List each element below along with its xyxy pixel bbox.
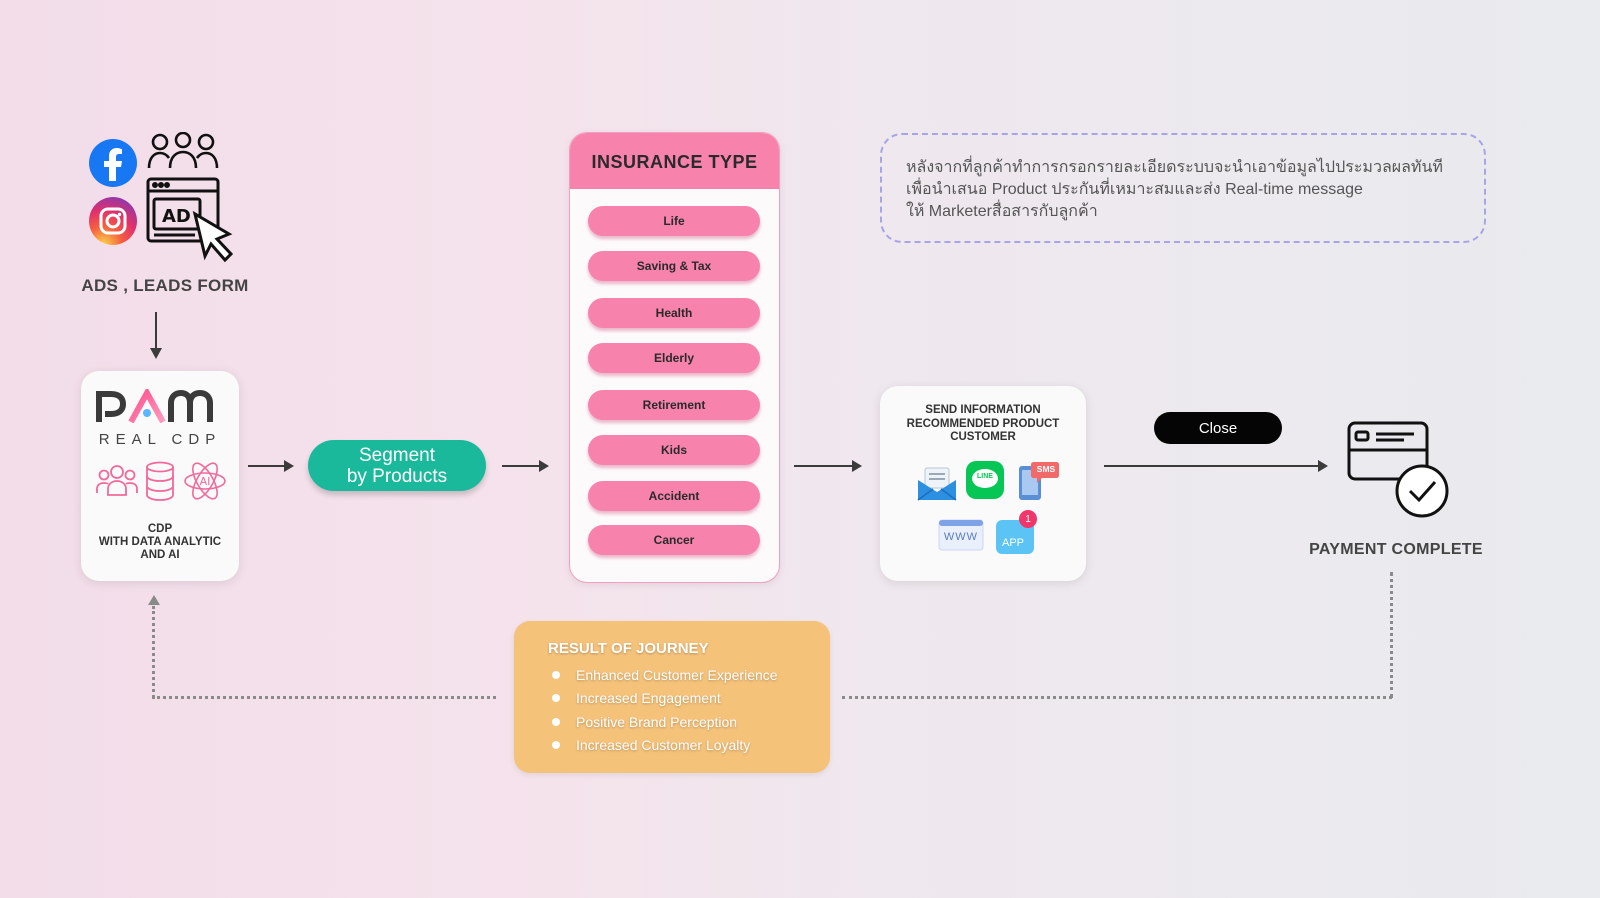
cdp-caption-line3: AND AI: [140, 549, 180, 561]
database-icon: [145, 461, 175, 501]
pam-logo-subtitle: REAL CDP: [98, 431, 222, 448]
close-button-label: Close: [1198, 419, 1238, 437]
website-icon: WWW: [938, 518, 984, 554]
send-title-line3: CUSTOMER: [950, 431, 1016, 443]
arrow-segment-to-insurance: [502, 460, 549, 472]
result-item-text: Positive Brand Perception: [576, 713, 738, 730]
arrow-send-to-payment: [1104, 460, 1328, 472]
insurance-type-item[interactable]: Accident: [588, 481, 760, 511]
result-list-item: Positive Brand Perception: [550, 710, 778, 734]
insurance-type-item[interactable]: Elderly: [588, 343, 760, 373]
insurance-type-header: [570, 133, 779, 189]
svg-text:AD: AD: [162, 206, 191, 227]
cdp-caption-line1: CDP: [147, 523, 173, 535]
loop-dotted-left-vertical: [152, 606, 155, 698]
svg-text:AI: AI: [200, 475, 211, 488]
ai-atom-icon: AI: [183, 461, 227, 501]
note-line2: เพื่อนำเสนอ Product ประกันที่เหมาะสมและส…: [906, 181, 1363, 198]
send-information-title: SEND INFORMATION RECOMMENDED PRODUCT CUS…: [880, 404, 1086, 445]
result-list-item: Enhanced Customer Experience: [550, 663, 778, 687]
cdp-caption: CDP WITH DATA ANALYTIC AND AI: [81, 523, 239, 562]
result-list-item: Increased Customer Loyalty: [550, 734, 778, 758]
users-icon: [95, 463, 139, 497]
app-notification-count: 1: [1025, 513, 1031, 525]
segment-line2: by Products: [346, 465, 448, 487]
payment-complete-label: PAYMENT COMPLETE: [1309, 541, 1483, 558]
bullet-icon: [552, 717, 560, 726]
insurance-type-item[interactable]: Life: [588, 206, 760, 236]
line-app-label: LINE: [977, 473, 993, 480]
loop-dotted-left-horizontal: [152, 696, 496, 699]
send-information-card: SEND INFORMATION RECOMMENDED PRODUCT CUS…: [880, 386, 1086, 581]
payment-card-check-icon: [1346, 420, 1452, 520]
pam-logo: [93, 386, 227, 424]
insurance-type-item[interactable]: Health: [588, 298, 760, 328]
insurance-type-item[interactable]: Saving & Tax: [588, 251, 760, 281]
sms-label: SMS: [1036, 464, 1056, 474]
people-group-icon: [146, 131, 220, 172]
insurance-type-title: INSURANCE TYPE: [591, 152, 758, 172]
close-button[interactable]: Close: [1154, 412, 1282, 444]
insurance-type-item[interactable]: Kids: [588, 435, 760, 465]
bullet-icon: [552, 670, 560, 679]
app-notification-badge: 1: [1019, 510, 1037, 528]
email-icon: [916, 466, 958, 502]
segment-by-products-pill: Segment by Products: [308, 440, 486, 491]
result-item-text: Enhanced Customer Experience: [576, 666, 778, 683]
result-item-text: Increased Engagement: [576, 690, 721, 707]
result-of-journey-box: RESULT OF JOURNEY Enhanced Customer Expe…: [514, 621, 830, 773]
www-label: WWW: [943, 531, 979, 543]
down-arrow: [155, 312, 157, 352]
down-arrow-head: [150, 348, 162, 359]
send-title-line2: RECOMMENDED PRODUCT: [906, 417, 1060, 430]
note-line3: ให้ Marketerสื่อสารกับลูกค้า: [906, 203, 1098, 220]
line-app-bubble: [972, 469, 998, 488]
process-note: หลังจากที่ลูกค้าทำการกรอกรายละเอียดระบบจ…: [880, 133, 1486, 243]
cdp-caption-line2: WITH DATA ANALYTIC: [98, 536, 222, 548]
ad-screen-icon: AD: [145, 176, 237, 266]
arrow-insurance-to-send: [794, 460, 862, 472]
instagram-icon: [88, 196, 138, 246]
insurance-type-item[interactable]: Cancer: [588, 525, 760, 555]
bullet-icon: [552, 694, 560, 703]
sms-phone-icon: SMS: [1016, 460, 1060, 502]
result-title: RESULT OF JOURNEY: [548, 640, 709, 657]
note-line1: หลังจากที่ลูกค้าทำการกรอกรายละเอียดระบบจ…: [906, 159, 1443, 176]
send-title-line1: SEND INFORMATION: [925, 404, 1041, 416]
loop-up-arrow-head: [148, 595, 160, 605]
cdp-card: REAL CDP AI CDP WITH DATA ANALYTIC AND A…: [81, 371, 239, 581]
loop-dotted-right-horizontal: [842, 696, 1392, 699]
arrow-cdp-to-segment: [248, 460, 294, 472]
segment-line1: Segment: [358, 444, 436, 466]
line-app-icon: LINE: [966, 461, 1004, 499]
loop-dotted-right-vertical: [1390, 572, 1393, 698]
ads-leads-form-label: ADS , LEADS FORM: [81, 276, 249, 295]
insurance-type-item[interactable]: Retirement: [588, 390, 760, 420]
bullet-icon: [552, 741, 560, 750]
facebook-icon: [88, 138, 138, 188]
result-list-item: Increased Engagement: [550, 687, 778, 711]
result-item-text: Increased Customer Loyalty: [576, 737, 751, 754]
app-label: APP: [1001, 537, 1024, 549]
